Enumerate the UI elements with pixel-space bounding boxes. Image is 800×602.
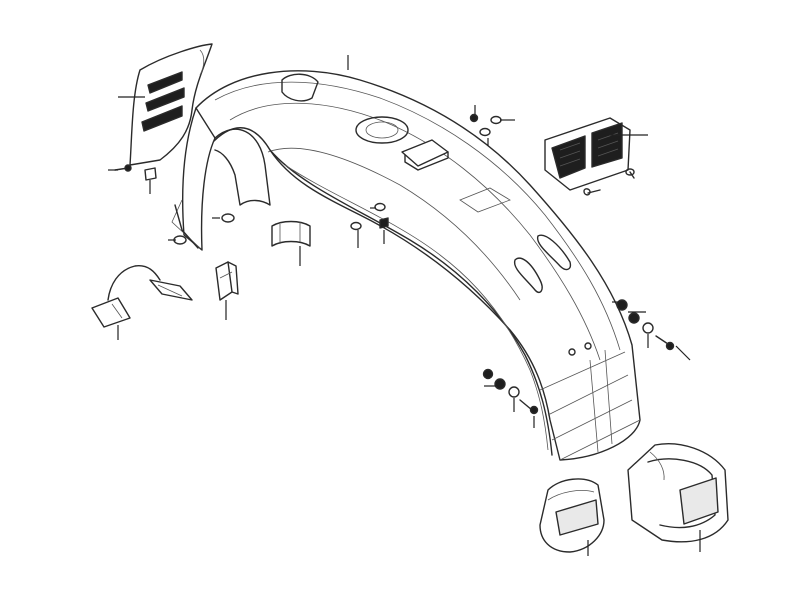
reflector-plate	[539, 478, 605, 553]
screw-left	[114, 164, 157, 181]
washer-nut-mid	[350, 202, 389, 231]
mudflap-bracket	[91, 265, 193, 328]
vent-grille-right	[544, 117, 631, 191]
washer-nut-top	[469, 113, 502, 137]
saddle-bracket	[271, 220, 311, 247]
leader-lines	[108, 55, 701, 556]
bolt-set-lower	[482, 368, 539, 415]
vent-grille-screws	[583, 168, 635, 196]
rear-fender	[171, 70, 641, 461]
bolt-nut-washer-sets	[114, 113, 675, 415]
rear-lamp-assembly	[627, 443, 729, 543]
clip-bracket	[215, 261, 239, 301]
ventilation-grille-left	[129, 43, 213, 166]
